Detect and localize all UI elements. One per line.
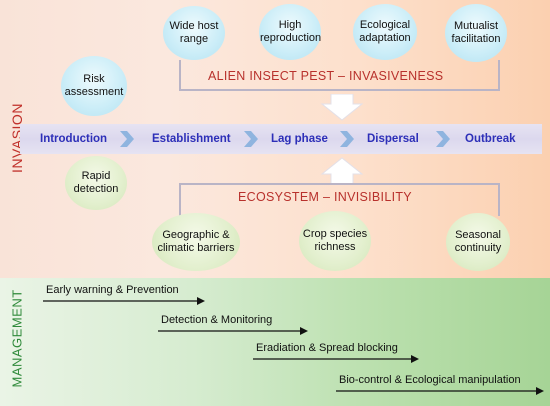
invasion-stage-bar bbox=[20, 124, 542, 154]
trait-circle-mutualist-facilitation: Mutualist facilitation bbox=[445, 4, 507, 62]
management-band bbox=[0, 278, 550, 406]
factor-circle-crop-richness: Crop species richness bbox=[299, 211, 371, 271]
trait-circle-high-reproduction: High reproduction bbox=[259, 4, 321, 60]
trait-label: Mutualist facilitation bbox=[451, 20, 501, 45]
management-step-eradiation: Eradiation & Spread blocking bbox=[256, 342, 398, 354]
invisibility-title: ECOSYSTEM – INVISIBILITY bbox=[238, 190, 412, 204]
factor-circle-geographic-barriers: Geographic & climatic barriers bbox=[152, 213, 240, 271]
stage-establishment: Establishment bbox=[152, 133, 231, 145]
chevron-right-icon bbox=[120, 131, 134, 147]
rapid-detection-circle: Rapid detection bbox=[65, 156, 127, 210]
management-arrow bbox=[43, 297, 205, 305]
chevron-right-icon bbox=[340, 131, 354, 147]
management-step-bio-control: Bio-control & Ecological manipulation bbox=[339, 374, 521, 386]
trait-label: Ecological adaptation bbox=[359, 19, 411, 44]
up-arrow-icon bbox=[320, 157, 364, 184]
invasiveness-bracket bbox=[179, 60, 500, 91]
chevron-right-icon bbox=[436, 131, 450, 147]
factor-label: Seasonal continuity bbox=[454, 229, 502, 254]
rapid-detection-label: Rapid detection bbox=[73, 170, 119, 195]
management-step-early-warning: Early warning & Prevention bbox=[46, 284, 179, 296]
stage-outbreak: Outbreak bbox=[465, 133, 516, 145]
trait-circle-wide-host-range: Wide host range bbox=[163, 6, 225, 60]
stage-lag-phase: Lag phase bbox=[271, 133, 328, 145]
management-side-label: MANAGEMENT bbox=[9, 289, 25, 388]
management-step-detection: Detection & Monitoring bbox=[161, 314, 273, 326]
risk-assessment-circle: Risk assessment bbox=[61, 56, 127, 116]
invisibility-bracket bbox=[179, 183, 500, 216]
stage-dispersal: Dispersal bbox=[367, 133, 419, 145]
management-arrow bbox=[253, 355, 419, 363]
invasiveness-title: ALIEN INSECT PEST – INVASIVENESS bbox=[208, 69, 444, 83]
management-arrow bbox=[158, 327, 308, 335]
down-arrow-icon bbox=[320, 94, 364, 121]
management-arrow bbox=[336, 387, 544, 395]
factor-circle-seasonal-continuity: Seasonal continuity bbox=[446, 213, 510, 271]
risk-assessment-label: Risk assessment bbox=[64, 73, 124, 98]
factor-label: Crop species richness bbox=[302, 228, 368, 253]
stage-introduction: Introduction bbox=[40, 133, 108, 145]
chevron-right-icon bbox=[244, 131, 258, 147]
trait-circle-ecological-adaptation: Ecological adaptation bbox=[353, 4, 417, 60]
factor-label: Geographic & climatic barriers bbox=[157, 229, 235, 254]
trait-label: Wide host range bbox=[169, 20, 219, 45]
trait-label: High reproduction bbox=[260, 19, 322, 44]
